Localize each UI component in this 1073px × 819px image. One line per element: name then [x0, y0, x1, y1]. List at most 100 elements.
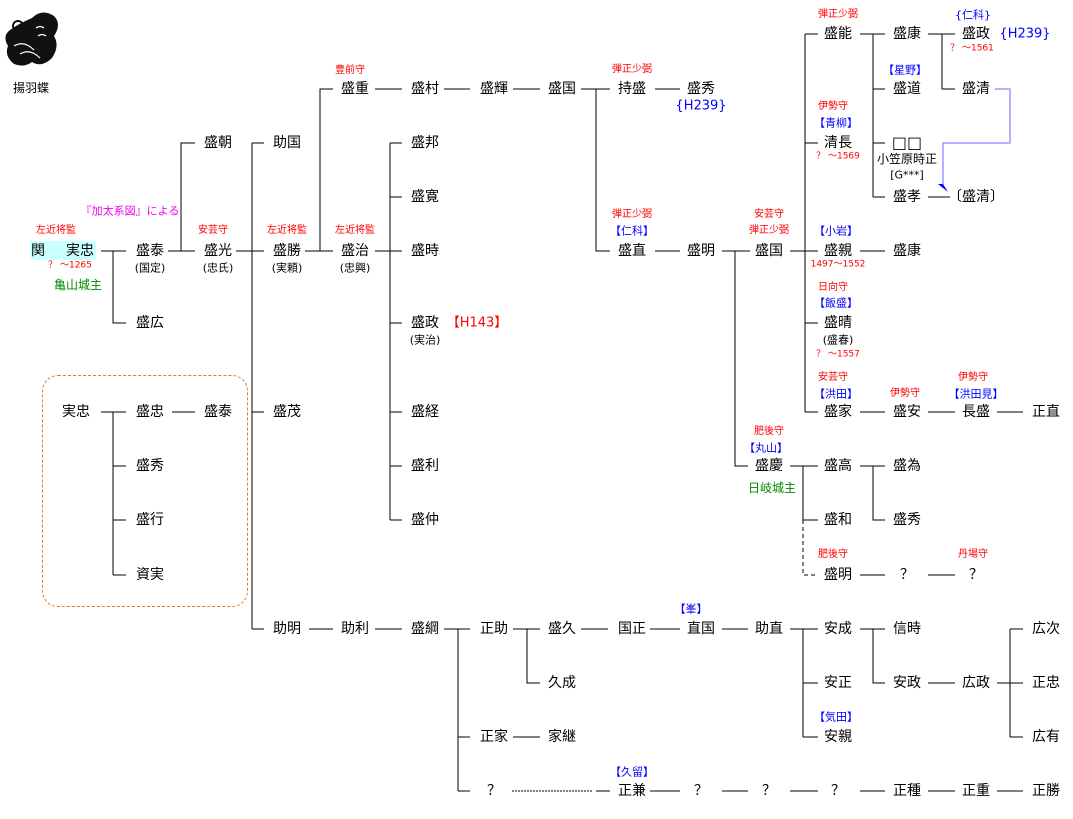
court-title: 弾正少弼: [612, 64, 652, 75]
clan-label: {仁科}: [955, 8, 991, 22]
person: 正助: [480, 621, 508, 637]
person: 盛安: [893, 404, 921, 420]
court-title: 日向守: [818, 282, 848, 293]
person: 盛経: [411, 404, 439, 420]
person: 盛輝: [480, 81, 508, 97]
founder-title: 左近将監: [36, 225, 76, 236]
castle-label: 日岐城主: [747, 481, 797, 495]
person: 助明: [273, 621, 301, 637]
box-person: 盛泰: [204, 404, 232, 420]
person: 安正: [824, 675, 852, 691]
person: 盛光: [204, 243, 232, 259]
clan-label: 【小岩】: [814, 224, 858, 238]
person: 盛高: [824, 458, 852, 474]
person-adopted: 〔盛清〕: [948, 189, 1004, 205]
person-unknown: ？: [900, 567, 914, 583]
clan-label: 【丸山】: [744, 441, 788, 455]
person: 安親: [824, 729, 852, 745]
court-title: 丹場守: [958, 549, 988, 560]
person: 盛康: [893, 243, 921, 259]
person: 安政: [893, 675, 921, 691]
clan-label: 【仁科】: [610, 224, 654, 238]
box-person: 資実: [136, 567, 164, 583]
founder-dates: ？ ～1265: [48, 260, 92, 271]
box-person: 盛忠: [136, 404, 164, 420]
person: 盛道: [893, 81, 921, 97]
court-title: 左近将監: [267, 225, 307, 236]
alt-name: [G***]: [890, 168, 924, 182]
person: 盛久: [548, 621, 576, 637]
person: 盛孝: [893, 189, 921, 205]
person: 盛慶: [755, 458, 783, 474]
court-title: 安芸守: [754, 209, 784, 220]
box-person: 実忠: [62, 404, 90, 420]
court-title: 伊勢守: [958, 372, 988, 383]
person: 正家: [480, 729, 508, 745]
person: 盛康: [893, 26, 921, 42]
box-person: 盛行: [136, 512, 164, 528]
alternate-lineage-box: [42, 375, 248, 607]
box-person: 盛秀: [136, 458, 164, 474]
court-title: 弾正少弼: [612, 209, 652, 220]
clan-label: 【久留】: [610, 765, 654, 779]
founder-castle: 亀山城主: [53, 278, 103, 292]
person: 正勝: [1032, 783, 1060, 799]
court-title: 伊勢守: [818, 101, 848, 112]
founder-highlight: [30, 241, 96, 260]
person: 助利: [341, 621, 369, 637]
person: 信時: [893, 621, 921, 637]
court-title: 伊勢守: [890, 388, 920, 399]
family-crest-logo: [5, 12, 58, 66]
person: 安成: [824, 621, 852, 637]
person: 盛時: [411, 243, 439, 259]
person: 盛秀: [687, 81, 715, 97]
person: 持盛: [618, 81, 646, 97]
person: 盛晴: [824, 315, 852, 331]
alt-name: (国定): [134, 261, 166, 275]
person-unknown: ？: [694, 783, 708, 799]
person: 清長: [824, 135, 852, 151]
person: 盛政: [962, 26, 990, 42]
person: 正種: [893, 783, 921, 799]
alt-name: (忠氏): [202, 261, 234, 275]
person: 正忠: [1032, 675, 1060, 691]
person: 盛国: [548, 81, 576, 97]
life-dates: 1497～1552: [810, 259, 866, 270]
court-title: 肥後守: [754, 426, 784, 437]
person: 盛和: [824, 512, 852, 528]
life-dates: ？ ～1561: [950, 43, 994, 54]
person: 広政: [962, 675, 990, 691]
reference-code: {H239}: [999, 26, 1051, 42]
court-title: 弾正少弼: [749, 225, 789, 236]
person: 盛利: [411, 458, 439, 474]
person: 盛茂: [273, 404, 301, 420]
life-dates: ？ ～1569: [816, 151, 860, 162]
person: 盛寛: [411, 189, 439, 205]
person: 盛政: [411, 315, 439, 331]
person: 正重: [962, 783, 990, 799]
person: 家継: [548, 729, 576, 745]
person: 盛秀: [893, 512, 921, 528]
person: 直国: [687, 621, 715, 637]
person: 国正: [618, 621, 646, 637]
person: 盛親: [824, 243, 852, 259]
person: 盛重: [341, 81, 369, 97]
person: 広有: [1032, 729, 1060, 745]
person: 盛勝: [273, 243, 301, 259]
life-dates: ？ ～1557: [816, 349, 860, 360]
person-unknown-name: □□: [891, 133, 923, 152]
alt-name: (実頼): [271, 261, 303, 275]
clan-label: 【洪田見】: [948, 387, 1004, 401]
person: 盛泰: [136, 243, 164, 259]
person-unknown: ？: [831, 783, 845, 799]
person: 盛直: [618, 243, 646, 259]
clan-label: 【峯】: [674, 602, 708, 616]
person: 盛広: [136, 315, 164, 331]
alt-name: (盛春): [822, 333, 854, 347]
person: 助国: [273, 135, 301, 151]
source-note: 『加太系図』による: [80, 204, 180, 218]
alt-name: 小笠原時正: [876, 152, 938, 166]
person: 盛清: [962, 81, 990, 97]
founder-surname: 関: [31, 243, 45, 259]
